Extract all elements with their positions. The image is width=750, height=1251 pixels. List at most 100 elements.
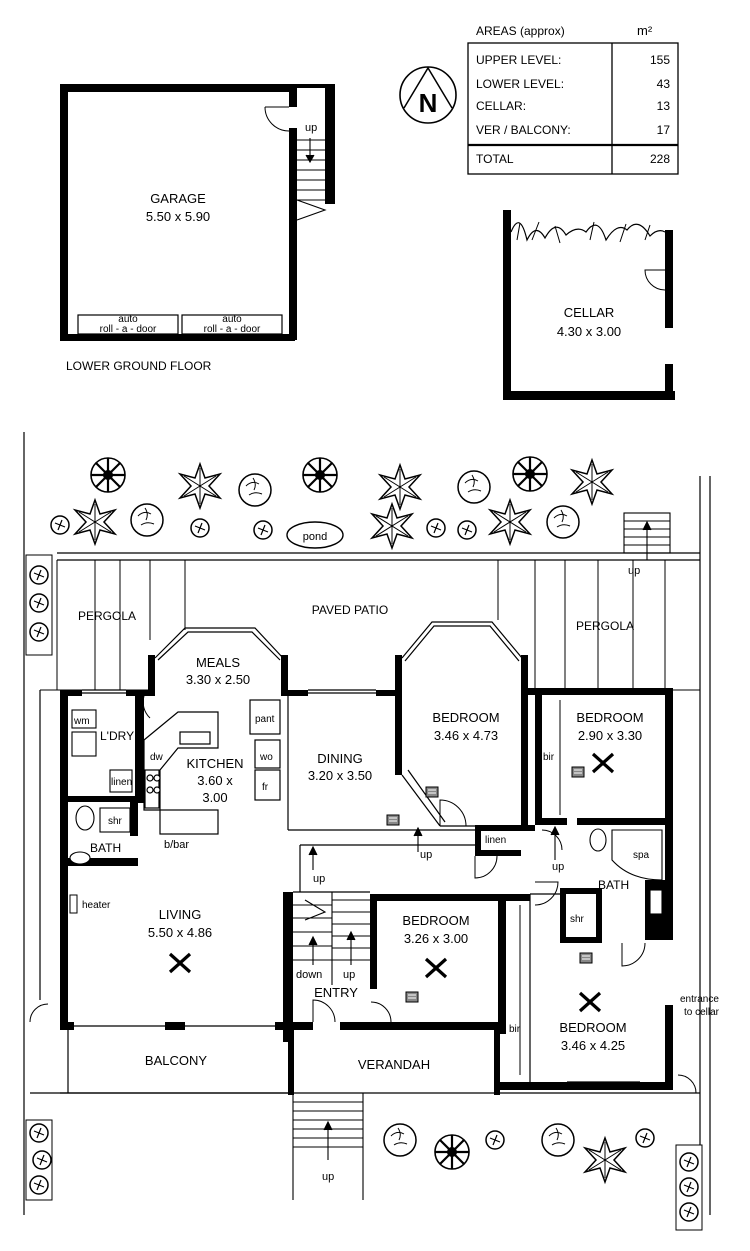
areas-row-label: CELLAR: bbox=[476, 99, 526, 113]
areas-row-label: VER / BALCONY: bbox=[476, 123, 571, 137]
garage-door-swing bbox=[264, 106, 290, 132]
upper-floor-walls bbox=[60, 655, 673, 1095]
areas-row-value: 17 bbox=[657, 123, 671, 137]
hall-linen-label: linen bbox=[485, 835, 506, 846]
bedroom1-name: BEDROOM bbox=[432, 710, 499, 725]
garage-room-size: 5.50 x 5.90 bbox=[146, 209, 210, 224]
garage-door-1: auto roll - a - door bbox=[77, 314, 179, 335]
bedroom3-size: 3.26 x 3.00 bbox=[404, 931, 468, 946]
cellar-door-swing bbox=[644, 269, 666, 291]
ceiling-fan-icon bbox=[168, 952, 192, 974]
cellar-plan bbox=[503, 210, 675, 400]
pergola-left bbox=[40, 560, 186, 691]
left-shower-label: shr bbox=[108, 816, 123, 827]
bedroom1-size: 3.46 x 4.73 bbox=[434, 728, 498, 743]
washing-machine-label: wm bbox=[73, 716, 90, 727]
garage-stair bbox=[296, 138, 327, 221]
areas-total-value: 228 bbox=[650, 152, 670, 166]
bedroom2-size: 2.90 x 3.30 bbox=[578, 728, 642, 743]
vent-icon bbox=[386, 814, 400, 826]
hall-up-label: up bbox=[313, 873, 325, 885]
front-stair-up-label: up bbox=[322, 1171, 334, 1183]
patio-stair bbox=[623, 512, 671, 560]
vent-icon bbox=[405, 991, 419, 1003]
areas-row-value: 43 bbox=[657, 77, 671, 91]
vent-icon bbox=[425, 786, 439, 798]
north-arrow-icon: N bbox=[399, 66, 457, 124]
dining-size: 3.20 x 3.50 bbox=[308, 768, 372, 783]
kitchen-size-2: 3.00 bbox=[202, 790, 227, 805]
front-stair bbox=[292, 1093, 364, 1200]
laundry-linen-label: linen bbox=[111, 777, 132, 788]
ceiling-fan-icon bbox=[424, 957, 448, 979]
garage-plan bbox=[60, 84, 335, 341]
dishwasher-label: dw bbox=[150, 752, 164, 763]
areas-row-label: LOWER LEVEL: bbox=[476, 77, 564, 91]
lower-floor-caption: LOWER GROUND FLOOR bbox=[66, 359, 212, 373]
door-swings bbox=[29, 695, 697, 1094]
hall-up-label-2: up bbox=[420, 849, 432, 861]
bedroom2-robe-label: bir bbox=[543, 752, 555, 763]
kitchen-name: KITCHEN bbox=[186, 756, 243, 771]
bedroom4-name: BEDROOM bbox=[559, 1020, 626, 1035]
balcony-label: BALCONY bbox=[145, 1053, 207, 1068]
verandah-label: VERANDAH bbox=[358, 1057, 430, 1072]
garage-room-name: GARAGE bbox=[150, 191, 206, 206]
bedroom2-name: BEDROOM bbox=[576, 710, 643, 725]
right-bath-label: BATH bbox=[598, 878, 629, 892]
areas-row-label: UPPER LEVEL: bbox=[476, 53, 561, 67]
meals-name: MEALS bbox=[196, 655, 240, 670]
garden-bottom bbox=[383, 1123, 655, 1183]
areas-title: AREAS (approx) bbox=[476, 24, 565, 38]
pergola-left-label: PERGOLA bbox=[78, 609, 136, 623]
garage-stair-up-label: up bbox=[305, 122, 317, 134]
living-size: 5.50 x 4.86 bbox=[148, 925, 212, 940]
vent-icon bbox=[579, 952, 593, 964]
pergola-right-label: PERGOLA bbox=[576, 619, 634, 633]
dining-name: DINING bbox=[317, 751, 363, 766]
entry-label: ENTRY bbox=[314, 985, 358, 1000]
north-label: N bbox=[419, 88, 438, 118]
kitchen-benches bbox=[143, 699, 281, 835]
wall-oven-label: wo bbox=[259, 752, 273, 763]
pantry-label: pant bbox=[255, 714, 275, 725]
heater-label: heater bbox=[82, 900, 111, 911]
door-auto-label: auto bbox=[118, 314, 138, 325]
areas-row-value: 13 bbox=[657, 99, 671, 113]
stair-up-label: up bbox=[343, 969, 355, 981]
door-type-label: roll - a - door bbox=[100, 324, 157, 335]
cellar-entrance-label-1: entrance bbox=[680, 994, 719, 1005]
right-shower-label: shr bbox=[570, 914, 585, 925]
laundry-label: L'DRY bbox=[100, 729, 134, 743]
areas-row-value: 155 bbox=[650, 53, 670, 67]
living-name: LIVING bbox=[159, 907, 202, 922]
kitchen-size-1: 3.60 x bbox=[197, 773, 233, 788]
bedroom4-robe-label: bir bbox=[509, 1024, 521, 1035]
cellar-rock-face bbox=[510, 222, 666, 242]
garden-top bbox=[50, 455, 613, 549]
cellar-entrance-label-2: to cellar bbox=[684, 1007, 720, 1018]
meals-size: 3.30 x 2.50 bbox=[186, 672, 250, 687]
patio-stair-up-label: up bbox=[628, 565, 640, 577]
bedroom3-name: BEDROOM bbox=[402, 913, 469, 928]
property-boundary bbox=[23, 432, 711, 1215]
hall-up-label-3: up bbox=[552, 861, 564, 873]
areas-table: AREAS (approx) m² UPPER LEVEL: 155 LOWER… bbox=[467, 23, 679, 175]
ceiling-fan-icon bbox=[578, 991, 602, 1013]
bedroom4-size: 3.46 x 4.25 bbox=[561, 1038, 625, 1053]
areas-total-label: TOTAL bbox=[476, 152, 514, 166]
fridge-label: fr bbox=[262, 782, 269, 793]
left-bath-label: BATH bbox=[90, 841, 121, 855]
pond-label: pond bbox=[303, 531, 327, 543]
garage-door-2: auto roll - a - door bbox=[181, 314, 283, 335]
ceiling-fan-icon bbox=[591, 752, 615, 774]
breakfast-bar-label: b/bar bbox=[164, 839, 189, 851]
vent-icon bbox=[571, 766, 585, 778]
cellar-room-name: CELLAR bbox=[564, 305, 615, 320]
spa-label: spa bbox=[633, 850, 650, 861]
areas-unit: m² bbox=[637, 23, 653, 38]
paved-patio-label: PAVED PATIO bbox=[312, 603, 388, 617]
inner-lines bbox=[60, 621, 640, 1094]
door-type-label: roll - a - door bbox=[204, 324, 261, 335]
